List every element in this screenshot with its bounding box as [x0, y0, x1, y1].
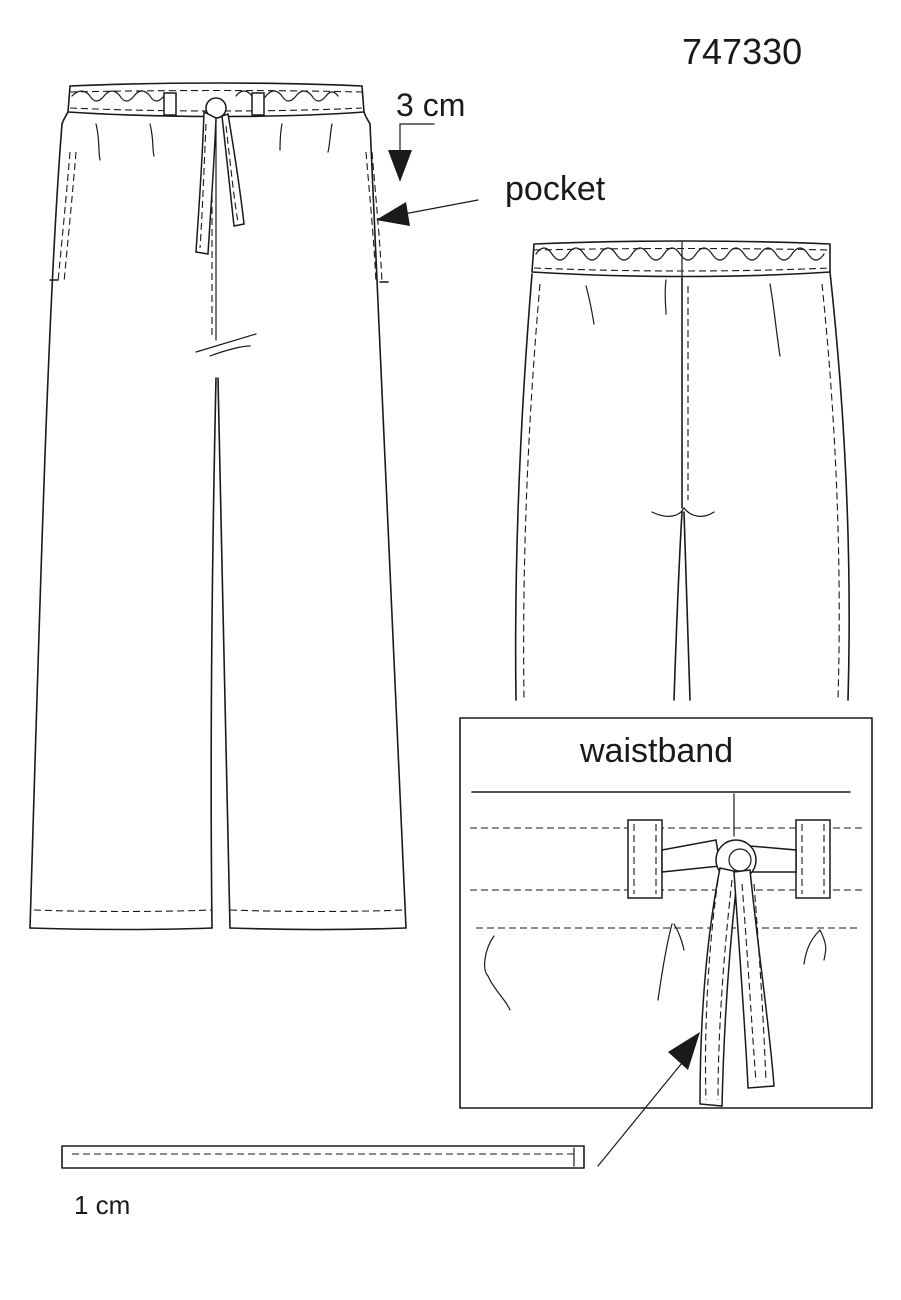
tie-strip [61, 1145, 585, 1169]
tie-width-label: 1 cm [74, 1190, 130, 1220]
back-view-trousers [514, 240, 850, 701]
pocket-label: pocket [505, 170, 606, 208]
article-number: 747330 [682, 31, 802, 72]
pocket-callout: pocket [376, 170, 606, 226]
tie-detail-arrow [597, 1032, 700, 1167]
front-view-trousers [29, 82, 407, 931]
waistband-detail-box: waistband [459, 717, 873, 1109]
waistband-height-callout: 3 cm [388, 87, 465, 182]
waistband-height-label: 3 cm [396, 87, 465, 123]
waistband-detail-label: waistband [579, 732, 733, 770]
